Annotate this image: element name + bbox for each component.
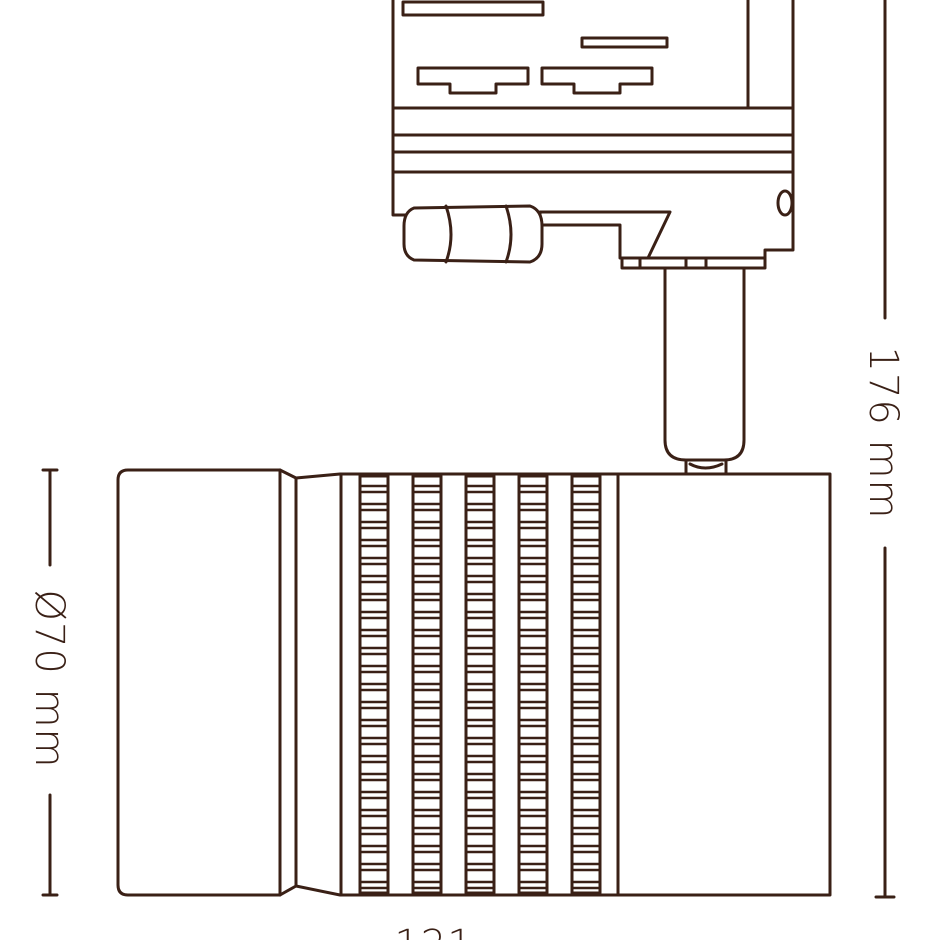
fin-column [517,474,549,895]
fin-column [358,474,390,895]
height-label: 176 mm [860,347,906,520]
dimension-diameter: Ø70 mm [26,468,72,897]
cooling-fins [358,474,602,895]
track-adapter [391,0,795,270]
lamp-body [116,468,832,897]
dimension-length: 121 [394,922,473,940]
fin-column [570,474,602,895]
length-label: 121 [394,922,473,940]
fin-column [411,474,443,895]
fin-column [464,474,496,895]
dimension-height: 176 mm [860,0,906,899]
stem [663,266,746,476]
diameter-label: Ø70 mm [26,589,72,768]
